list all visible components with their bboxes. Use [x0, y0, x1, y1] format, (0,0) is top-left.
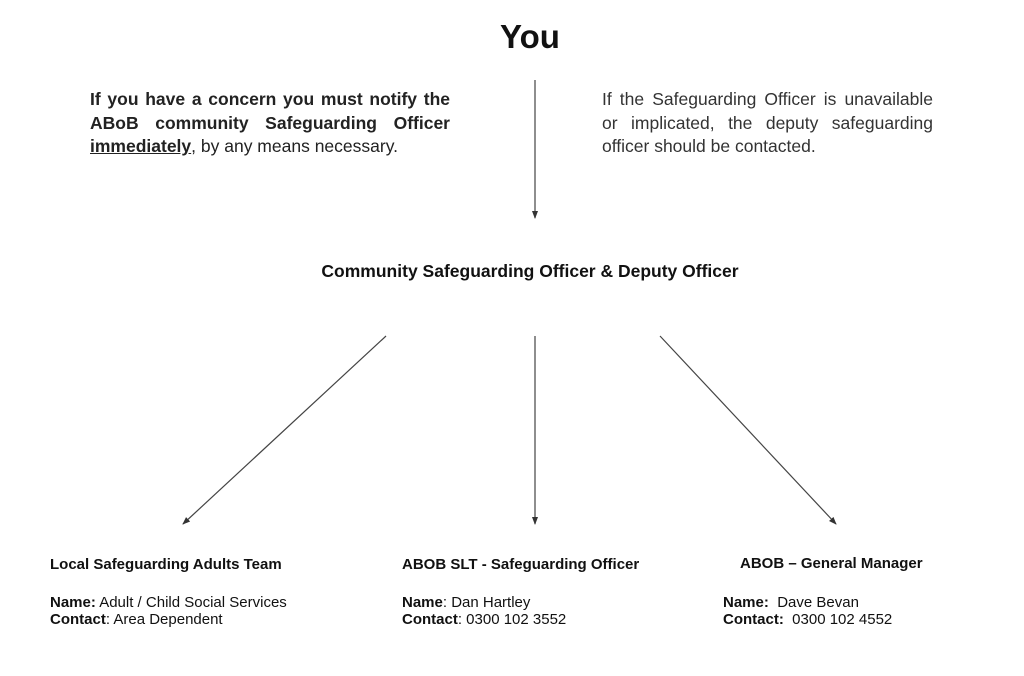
contact-value: : 0300 102 3552: [457, 611, 567, 628]
contact-value: 0300 102 4552: [783, 611, 893, 628]
name-value: : Dan Hartley: [442, 594, 531, 611]
concern-instruction: If you have a concern you must notify th…: [90, 88, 450, 159]
instruction-emphasis: immediately: [90, 136, 192, 156]
name-value: Dave Bevan: [768, 594, 859, 611]
contact-slt: ABOB SLT - Safeguarding Officer Name: Da…: [402, 556, 639, 628]
deputy-instruction: If the Safeguarding Officer is unavailab…: [602, 89, 933, 156]
contact-manager: ABOB – General Manager: [740, 555, 923, 572]
arrow-to-local-team: [182, 335, 387, 525]
instruction-rest: , by any means necessary.: [191, 136, 399, 156]
contact-heading: ABOB SLT - Safeguarding Officer: [402, 556, 640, 573]
name-label: Name: [402, 594, 443, 611]
contact-label: Contact: [402, 611, 458, 628]
instruction-bold: If you have a concern you must notify th…: [90, 89, 450, 133]
contact-manager-details: Name: Dave Bevan Contact: 0300 102 4552: [723, 594, 892, 628]
contact-value: : Area Dependent: [105, 611, 223, 628]
arrow-to-manager: [659, 335, 837, 525]
contact-label: Contact:: [723, 611, 784, 628]
contact-heading: Local Safeguarding Adults Team: [50, 556, 282, 573]
officer-heading: Community Safeguarding Officer & Deputy …: [321, 261, 739, 281]
contact-heading: ABOB – General Manager: [740, 555, 923, 572]
name-value: Adult / Child Social Services: [95, 594, 287, 611]
contact-label: Contact: [50, 611, 106, 628]
contact-local-team: Local Safeguarding Adults Team Name: Adu…: [50, 556, 287, 628]
name-label: Name:: [723, 594, 769, 611]
diagram-title: You: [500, 18, 560, 55]
name-label: Name:: [50, 594, 96, 611]
